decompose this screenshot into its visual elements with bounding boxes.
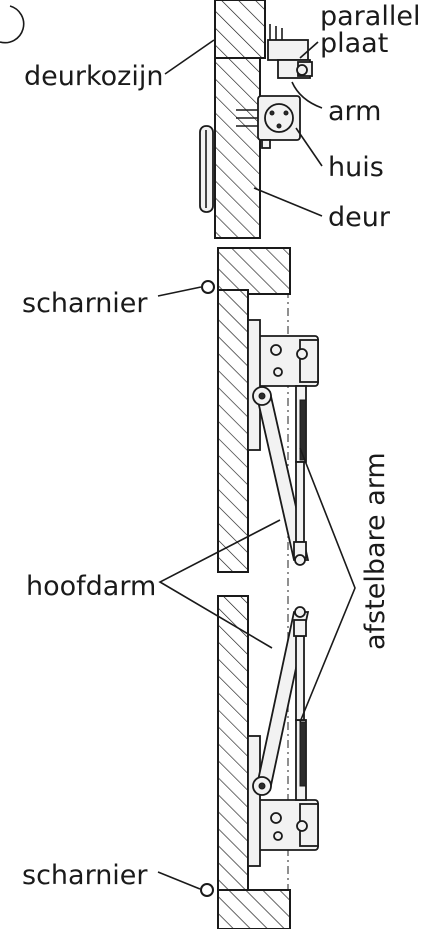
- upper-closer: [247, 319, 319, 566]
- plate-screws: [269, 24, 283, 40]
- label-scharnier-top: scharnier: [22, 288, 148, 319]
- hinge-bottom: [200, 883, 214, 897]
- double-door-assembly: scharnier hoofdarm scharnier afstelbare …: [22, 247, 391, 929]
- label-deur: deur: [328, 202, 391, 233]
- door-leaf-upper: [217, 289, 249, 573]
- door-leaf-lower: [217, 595, 249, 891]
- housing-screws: [236, 109, 258, 127]
- label-scharnier-bottom: scharnier: [22, 860, 148, 891]
- door-frame-top: [214, 0, 266, 59]
- label-plaat: plaat: [320, 28, 388, 59]
- label-hoofdarm: hoofdarm: [26, 571, 156, 602]
- label-arm: arm: [328, 96, 381, 127]
- label-afstelbare-arm: afstelbare arm: [360, 452, 391, 650]
- door-top: [214, 57, 261, 239]
- frame-foot: [217, 889, 291, 929]
- hinge-top: [201, 280, 215, 294]
- lower-closer: [247, 606, 319, 867]
- label-parallel: parallel: [320, 1, 420, 32]
- label-deurkozijn: deurkozijn: [24, 61, 163, 92]
- detail-marker: [0, 5, 25, 44]
- top-detail: parallel plaat deurkozijn arm huis deur: [0, 0, 420, 239]
- label-huis: huis: [328, 152, 384, 183]
- frame-head: [217, 247, 291, 295]
